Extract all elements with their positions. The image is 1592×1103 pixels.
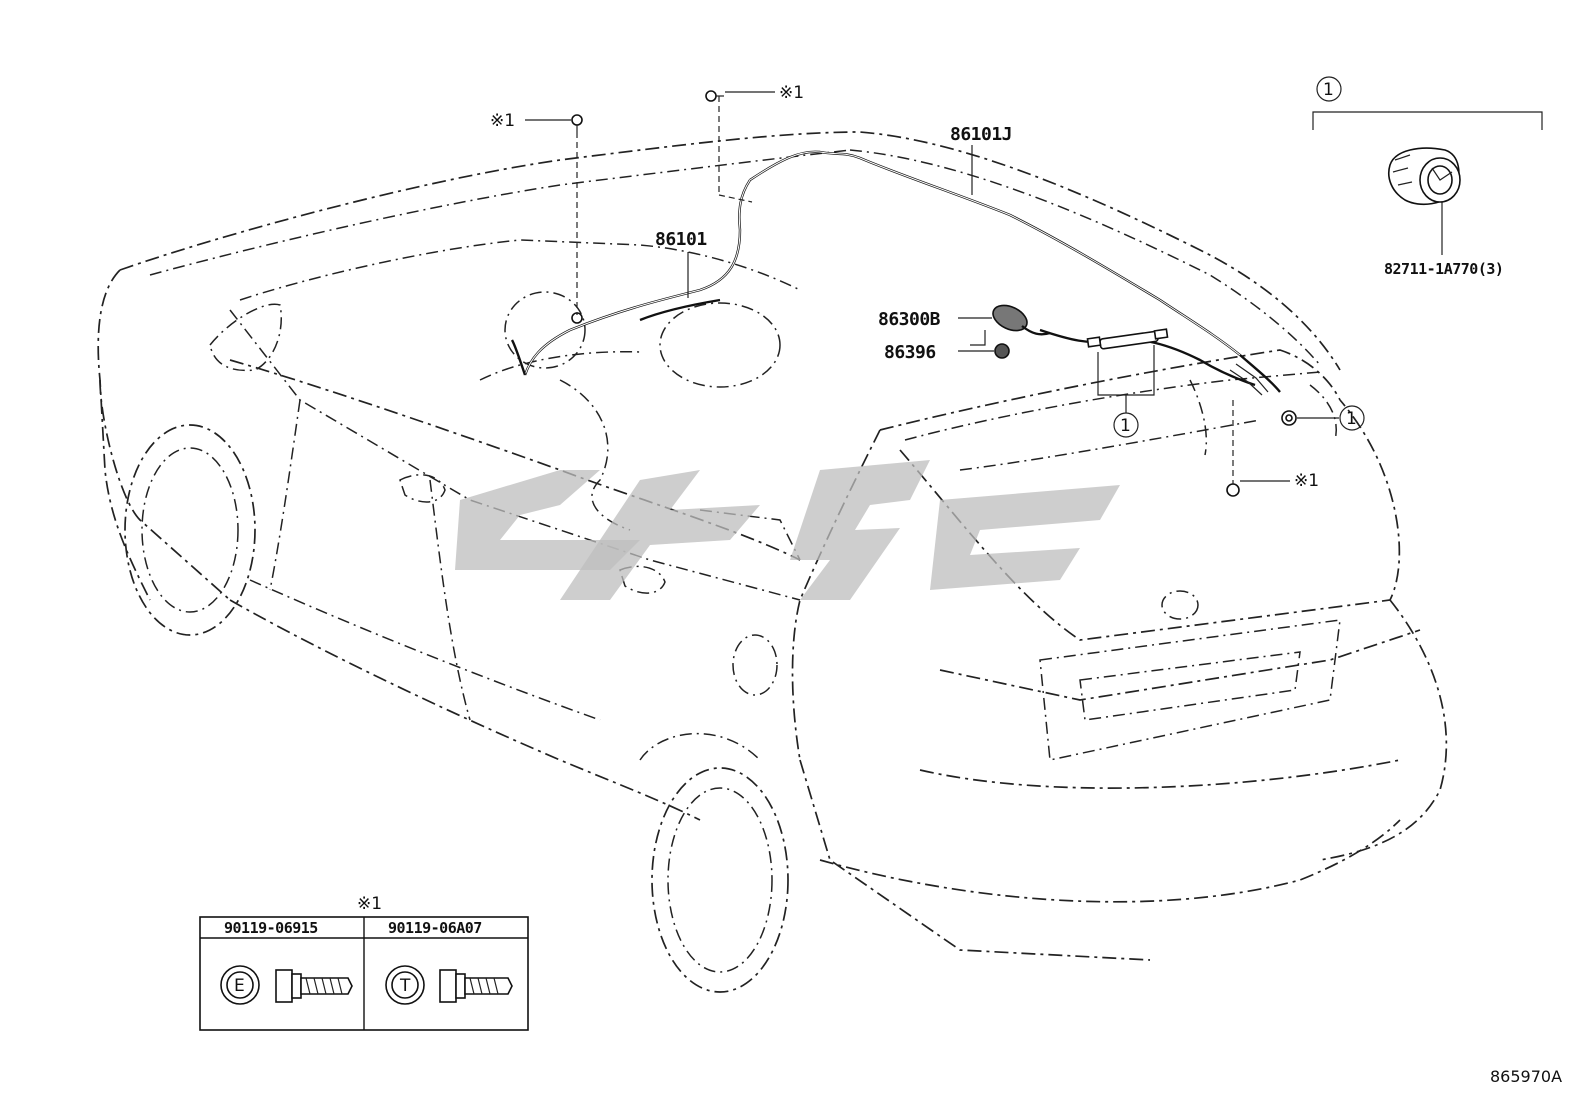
svg-text:1: 1 <box>1120 416 1131 436</box>
label-86101j: 86101J <box>950 124 1012 145</box>
ref-bolt-front: ※1 <box>490 111 515 131</box>
circle-ref-clamp: 1 <box>1339 405 1365 431</box>
label-86101: 86101 <box>655 229 707 250</box>
circle-ref-inset: 1 <box>1316 76 1342 102</box>
svg-text:1: 1 <box>1323 80 1334 100</box>
bolt-e-icon: E <box>220 965 353 1005</box>
grommet-86396 <box>994 343 1010 359</box>
svg-text:T: T <box>399 976 411 996</box>
svg-text:1: 1 <box>1346 409 1357 429</box>
clamp-rear <box>1281 410 1297 426</box>
label-86396: 86396 <box>884 342 936 363</box>
svg-text:E: E <box>234 976 245 996</box>
bolt-rear <box>1226 483 1240 497</box>
ref-bolt-center: ※1 <box>779 83 804 103</box>
bolt-t-icon: T <box>385 965 513 1005</box>
antenna-element-86300b <box>992 304 1051 336</box>
clip-82711-icon <box>1388 147 1461 206</box>
bolt-roof-front <box>571 114 583 132</box>
part-labels: 86101J 86101 86300B 86396 82711-1A770(3)… <box>490 83 1504 491</box>
antenna-cable-86101j <box>749 150 1281 393</box>
label-86300b: 86300B <box>878 309 941 330</box>
label-82711: 82711-1A770(3) <box>1384 260 1503 278</box>
figure-code: 865970A <box>1490 1067 1562 1086</box>
bolt-table: ※1 90119-06915 90119-06A07 E T <box>199 894 529 1031</box>
circle-ref-connector: 1 <box>1113 412 1139 438</box>
bolt-roof-center <box>705 90 724 102</box>
bolt-table-ref: ※1 <box>357 894 382 914</box>
bolt-part-1: 90119-06915 <box>224 919 318 937</box>
ref-bolt-rear: ※1 <box>1294 471 1319 491</box>
leader-lines <box>525 91 1543 484</box>
antenna-cable-86101 <box>510 179 751 376</box>
watermark <box>455 460 1120 600</box>
cable-connector-86101 <box>1086 328 1269 396</box>
bolt-part-2: 90119-06A07 <box>388 919 482 937</box>
car-body-outline <box>97 131 1448 993</box>
